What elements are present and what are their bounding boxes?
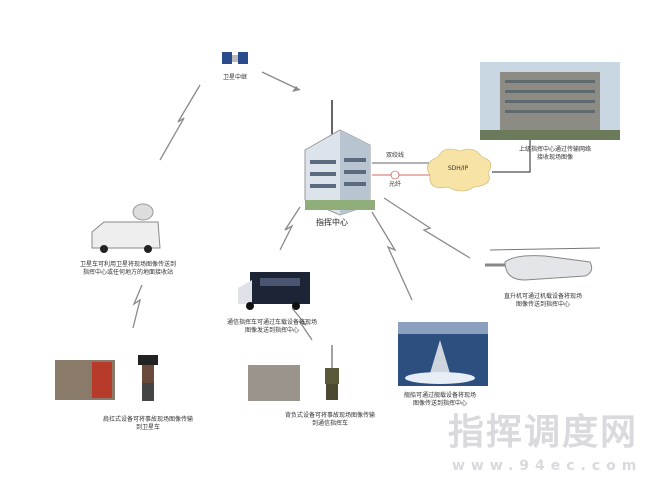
hq-building-photo <box>480 62 620 140</box>
sdh-ip-cloud-icon <box>427 148 492 192</box>
backpack-operator-icon <box>325 345 339 400</box>
command-truck-icon <box>238 272 310 310</box>
satellite-van-caption: 卫星车可利用卫星将现场图像传送到指挥中心或任何地方的地面接收站 <box>79 261 177 276</box>
twisted-pair-label: 双绞线 <box>385 152 405 159</box>
ship-caption: 舰船可通过舰载设备将现场图像传送到指挥中心 <box>403 392 477 407</box>
shoulder-camera-operator-icon <box>138 355 158 401</box>
helicopter-caption: 直升机可通过机载设备将现场图像传送到指挥中心 <box>503 293 583 308</box>
satellite-label: 卫星中继 <box>222 74 248 81</box>
fiber-icon <box>390 170 400 180</box>
fiber-label: 光纤 <box>388 181 402 188</box>
command-center-label: 指挥中心 <box>316 218 348 227</box>
ship-photo <box>398 322 488 386</box>
shoulder-device-caption: 肩扛式设备可将事故现场图像传输到卫星车 <box>102 416 194 431</box>
satellite-van-icon <box>91 203 161 253</box>
backpack-device-caption: 背负式设备可将事故现场图像传输到通信指挥车 <box>284 412 376 427</box>
wireless-link-bolts <box>132 71 471 341</box>
disaster-scene-photo <box>248 365 300 401</box>
helicopter-icon <box>485 247 601 281</box>
command-center-building-icon <box>304 100 375 216</box>
hq-caption: 上级指挥中心通过传输网络接收现场图像 <box>518 146 592 161</box>
satellite-icon <box>222 52 248 64</box>
watermark-title: 指挥调度网 <box>448 412 639 453</box>
watermark-url: www.94ec.com <box>452 458 643 474</box>
command-truck-caption: 通信指挥车可通过车载设备将现场图像发送到指挥中心 <box>226 319 318 334</box>
sdh-ip-label: SDH/IP <box>447 165 469 172</box>
